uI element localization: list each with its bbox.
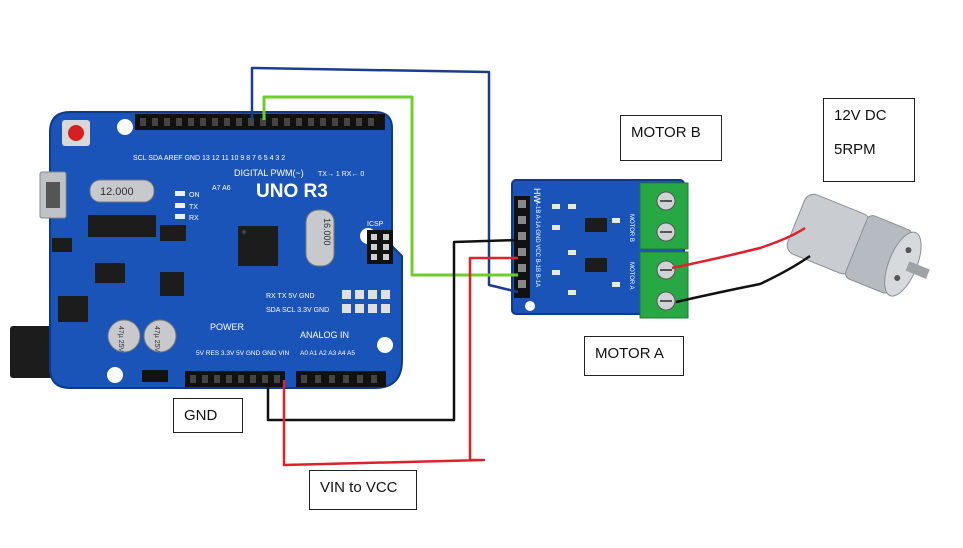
usb-serial-chip bbox=[88, 215, 156, 237]
arduino-uno-board: SCL SDA AREF GND 13 12 11 10 9 8 7 6 5 4… bbox=[10, 111, 403, 389]
on-led-label: ON bbox=[189, 192, 200, 199]
capacitor-2-label: 47µ 25V bbox=[153, 326, 160, 353]
analog-pin-labels: A0 A1 A2 A3 A4 A5 bbox=[300, 350, 355, 357]
uart-pin-label: RX TX 5V GND bbox=[266, 293, 315, 300]
motor-spec-label: 12V DC 5RPM bbox=[823, 98, 915, 182]
icsp-label: ICSP bbox=[367, 221, 384, 228]
l9110s-motor-driver: HW A-1B A-1A GND VCC B-1B B-1A MOTOR B M… bbox=[511, 179, 689, 319]
motor-b-label-text: MOTOR B bbox=[631, 124, 701, 141]
wires bbox=[250, 66, 811, 467]
motor-voltage-text: 12V DC bbox=[834, 107, 887, 124]
electrolytic-capacitors: 47µ 25V 47µ 25V bbox=[107, 319, 177, 353]
motor-a-label-text: MOTOR A bbox=[595, 345, 664, 362]
motor-rpm-text: 5RPM bbox=[834, 141, 876, 158]
motor-red-wire bbox=[671, 226, 806, 270]
crystal-label: 12.000 bbox=[100, 186, 134, 198]
motor-b-label: MOTOR B bbox=[620, 115, 722, 161]
capacitor-1-label: 47µ 25V bbox=[117, 326, 124, 353]
digital-pwm-label: DIGITAL PWM(~) bbox=[234, 168, 304, 178]
status-leds: ON TX RX bbox=[175, 191, 200, 222]
dc-gear-motor bbox=[786, 193, 930, 297]
driver-motor-a-silk: MOTOR A bbox=[628, 262, 634, 290]
digital-pin-labels: SCL SDA AREF GND 13 12 11 10 9 8 7 6 5 4… bbox=[133, 155, 285, 162]
board-name-label: UNO R3 bbox=[256, 181, 328, 202]
motor-black-wire bbox=[675, 254, 811, 304]
driver-motor-b-silk: MOTOR B bbox=[628, 214, 634, 242]
gnd-label: GND bbox=[173, 398, 243, 433]
rx-led-label: RX bbox=[189, 215, 199, 222]
tx-led-label: TX bbox=[189, 204, 198, 211]
power-pin-labels: 5V RES 3.3V 5V GND GND VIN bbox=[196, 350, 290, 357]
driver-pin-labels: A-1B A-1A GND VCC B-1B B-1A bbox=[534, 200, 540, 287]
arduino-pcb bbox=[49, 111, 403, 389]
tx-rx-pin-label: TX→ 1 RX← 0 bbox=[318, 171, 364, 178]
oscillator-label: 16.000 bbox=[322, 218, 332, 246]
mounting-hole bbox=[377, 337, 393, 353]
mounting-hole bbox=[117, 119, 133, 135]
gnd-label-text: GND bbox=[184, 407, 218, 424]
motor-shaft bbox=[905, 261, 930, 279]
motor-a-label: MOTOR A bbox=[584, 336, 684, 376]
vin-to-vcc-label: VIN to VCC bbox=[309, 470, 417, 510]
crystal-12mhz bbox=[89, 179, 155, 203]
power-header bbox=[185, 371, 285, 387]
driver-chip-1 bbox=[585, 218, 607, 232]
black-gnd-wire bbox=[266, 238, 519, 422]
driver-logo-label: HW bbox=[532, 188, 542, 203]
driver-chip-2 bbox=[585, 258, 607, 272]
blue-wire bbox=[250, 66, 519, 294]
mounting-hole bbox=[107, 367, 123, 383]
a7-a6-label: A7 A6 bbox=[212, 185, 231, 192]
analog-section-label: ANALOG IN bbox=[300, 330, 349, 340]
green-wire bbox=[262, 95, 518, 277]
icsp-header bbox=[367, 230, 393, 264]
power-section-label: POWER bbox=[210, 322, 245, 332]
vin-to-vcc-label-text: VIN to VCC bbox=[320, 479, 398, 496]
i2c-pin-label: SDA SCL 3.3V GND bbox=[266, 307, 329, 314]
red-vcc-wire bbox=[282, 256, 518, 467]
oscillator-16mhz bbox=[305, 209, 335, 267]
